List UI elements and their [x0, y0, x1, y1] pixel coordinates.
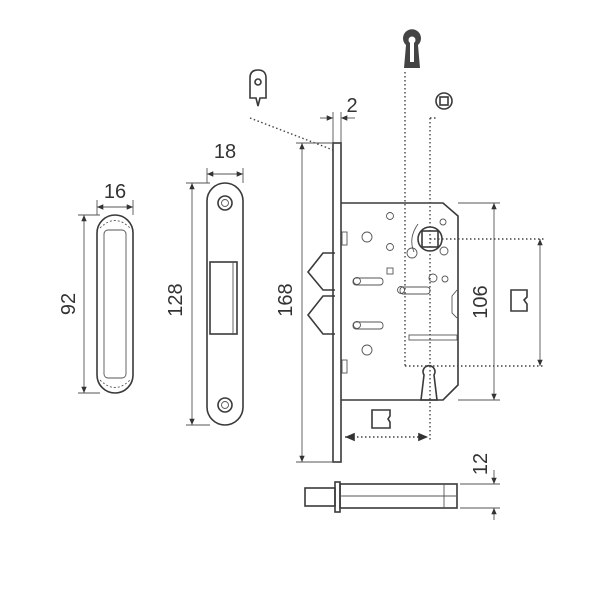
dimension-label-106: 106 — [470, 285, 492, 318]
center-distance-lines — [345, 72, 545, 442]
dimension-label-128: 128 — [165, 283, 187, 316]
dimension-label-16: 16 — [104, 181, 126, 203]
bolt-side-view — [304, 481, 458, 513]
cylinder-profile-icon — [371, 409, 391, 429]
dimension-bolt-height: 12 — [460, 453, 500, 520]
dimension-label-168: 168 — [275, 283, 297, 316]
dimension-faceplate-thickness: 2 — [249, 95, 358, 151]
latch-bolt — [306, 252, 335, 335]
mortise-lock-body — [306, 142, 459, 463]
dimension-plate-width: 18 — [206, 141, 244, 183]
dimension-strike-height: 92 — [58, 214, 100, 394]
square-spindle-icon — [510, 289, 528, 312]
round-square-spindle-icon — [435, 92, 453, 110]
dimension-strike-width: 16 — [96, 181, 134, 215]
strike-plate-small — [96, 214, 134, 394]
strike-plate-large — [206, 182, 244, 426]
dimension-body-height: 106 — [458, 202, 500, 401]
dimension-label-12: 12 — [470, 453, 492, 475]
dimension-faceplate-height: 168 — [275, 142, 333, 463]
dimension-plate-height: 128 — [165, 182, 210, 426]
keyhole-icon — [403, 29, 421, 68]
dimension-label-18: 18 — [214, 141, 236, 163]
dimension-label-2: 2 — [346, 95, 357, 117]
dimension-label-92: 92 — [58, 293, 80, 315]
key-tag-icon — [249, 69, 267, 107]
